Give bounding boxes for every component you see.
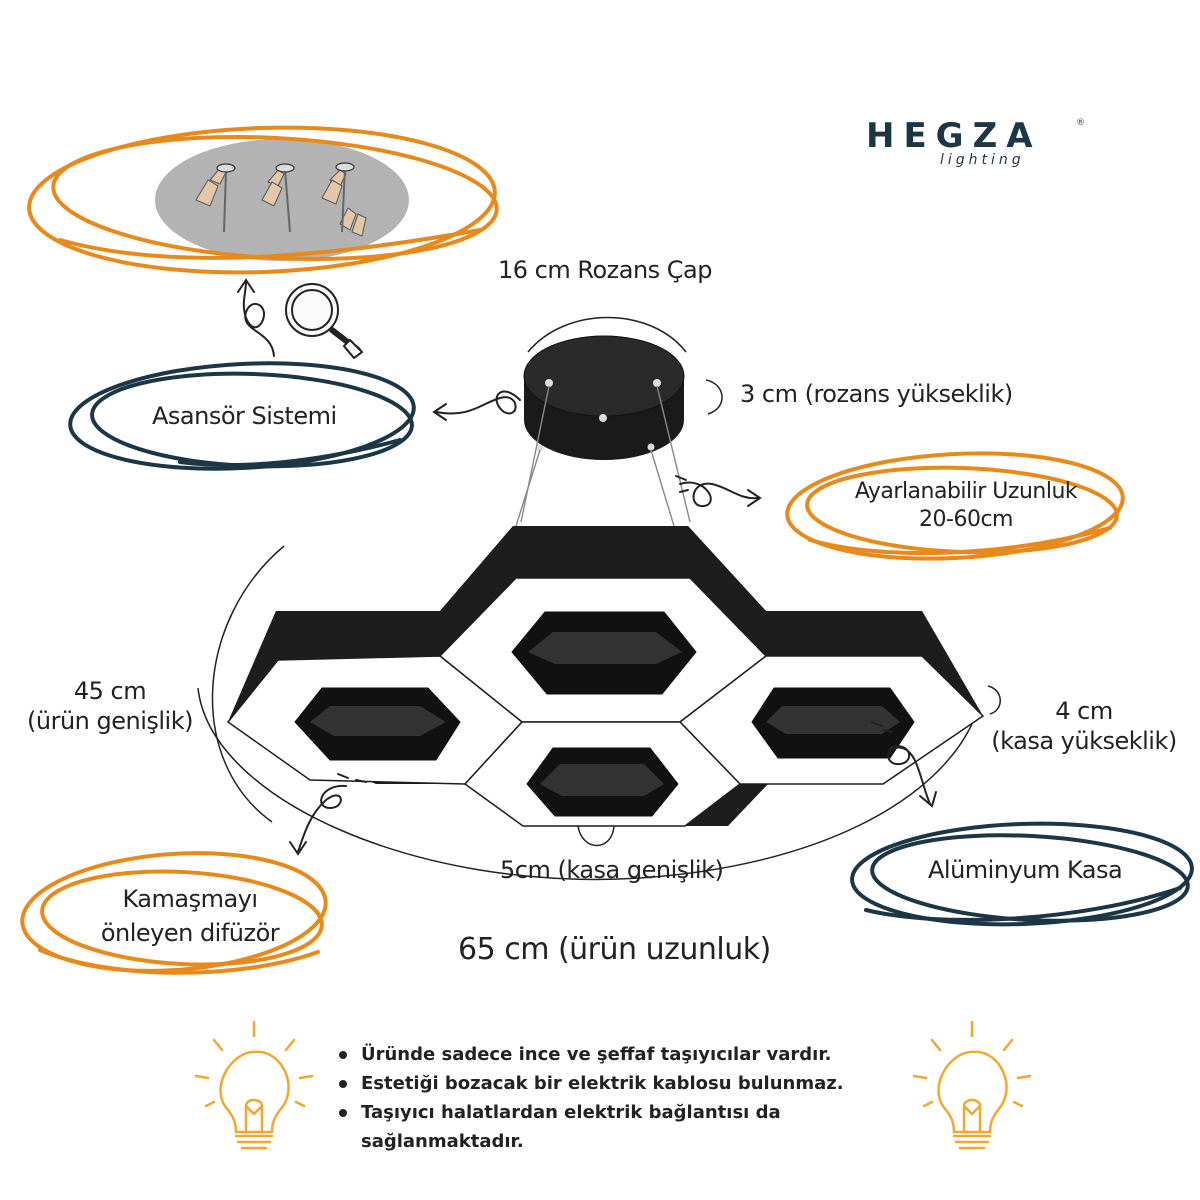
arrow-to-asansor	[432, 390, 539, 421]
screw-icon	[599, 414, 607, 422]
hand-icon	[195, 167, 367, 237]
screw-icon	[545, 379, 553, 387]
brand-logo: HEGZA ® lighting	[866, 116, 1106, 168]
brand-name: HEGZA	[866, 116, 1042, 156]
label-product-width-line1: 45 cm	[73, 677, 147, 705]
label-diffuser: Kamaşmayı önleyen difüzör	[80, 882, 300, 950]
arrow-to-inset	[237, 278, 275, 357]
aluminum-highlight	[850, 821, 1194, 927]
label-diffuser-line1: Kamaşmayı	[122, 885, 258, 913]
canopy-diameter-arc	[527, 316, 687, 353]
screw-icon	[653, 379, 661, 387]
label-product-width: 45 cm (ürün genişlik)	[20, 676, 200, 736]
arrow-to-diffuser	[289, 773, 367, 856]
feature-item: Taşıyıcı halatlardan elektrik bağlantısı…	[333, 1098, 933, 1156]
arrow-to-length	[675, 475, 762, 508]
label-frame-height-line2: (kasa yükseklik)	[991, 727, 1177, 755]
magnifier-icon	[285, 283, 364, 360]
canopy-height-bracket	[705, 379, 723, 415]
label-aluminum-frame: Alüminyum Kasa	[928, 856, 1123, 884]
label-canopy-height: 3 cm (rozans yükseklik)	[740, 380, 1013, 408]
label-adjustable-length-line2: 20-60cm	[919, 507, 1013, 532]
frame-width-bracket	[577, 825, 615, 847]
arrow-to-aluminum	[871, 721, 937, 808]
bulb-icon	[912, 1020, 1032, 1150]
bulb-icon	[194, 1020, 314, 1150]
installation-inset	[155, 139, 409, 261]
label-product-width-line2: (ürün genişlik)	[27, 707, 193, 735]
wire-icon	[223, 167, 346, 233]
feature-item: Üründe sadece ince ve şeffaf taşıyıcılar…	[333, 1040, 933, 1069]
clip-icon	[216, 162, 355, 173]
diffuser-highlight	[20, 851, 328, 975]
feature-list: Üründe sadece ince ve şeffaf taşıyıcılar…	[333, 1040, 933, 1156]
inset-background	[155, 139, 409, 261]
label-frame-height: 4 cm (kasa yükseklik)	[984, 696, 1184, 756]
label-adjustable-length: Ayarlanabilir Uzunluk 20-60cm	[850, 478, 1082, 534]
suspension-wires	[515, 385, 691, 527]
inset-highlight	[27, 125, 499, 275]
length-highlight	[785, 451, 1125, 561]
label-lift-system: Asansör Sistemi	[152, 402, 337, 430]
label-frame-height-line1: 4 cm	[1055, 697, 1113, 725]
asansor-highlight	[68, 361, 416, 471]
feature-item: Estetiği bozacak bir elektrik kablosu bu…	[333, 1069, 933, 1098]
length-arc	[197, 687, 973, 881]
label-frame-width: 5cm (kasa genişlik)	[500, 856, 724, 884]
label-canopy-diameter: 16 cm Rozans Çap	[498, 256, 713, 284]
screw-icon	[647, 443, 655, 451]
label-adjustable-length-line1: Ayarlanabilir Uzunluk	[854, 479, 1078, 504]
frame-height-bracket	[987, 685, 1001, 715]
width-arc	[211, 545, 285, 823]
label-diffuser-line2: önleyen difüzör	[100, 919, 280, 947]
brand-registered: ®	[1076, 118, 1085, 128]
canopy	[523, 335, 685, 460]
screw-icon	[536, 444, 544, 452]
label-product-length: 65 cm (ürün uzunluk)	[458, 932, 771, 967]
luminaire	[226, 526, 985, 827]
brand-subtitle: lighting	[940, 152, 1025, 168]
